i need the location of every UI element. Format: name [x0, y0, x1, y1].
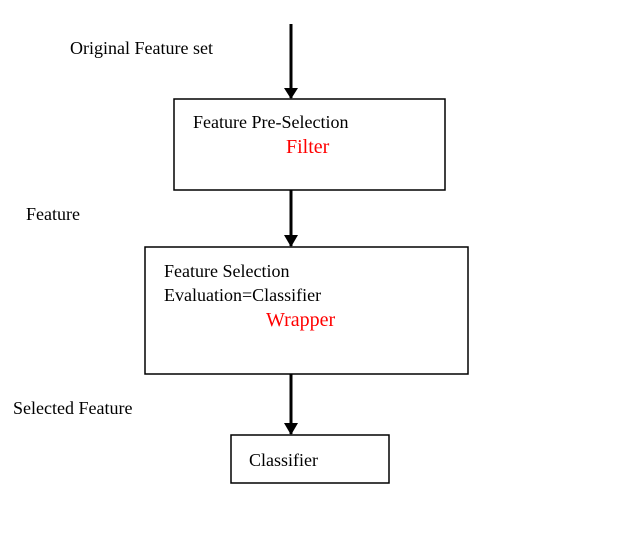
selected-feature-label: Selected Feature [13, 398, 133, 418]
arrowhead-2 [284, 235, 298, 247]
original-feature-set-label: Original Feature set [70, 38, 213, 58]
preselect-title: Feature Pre-Selection [193, 112, 349, 132]
evaluation-label: Evaluation=Classifier [164, 285, 322, 305]
arrowhead-1 [284, 88, 298, 99]
selection-box [144, 246, 469, 375]
classifier-label: Classifier [249, 450, 318, 470]
arrowhead-3 [284, 423, 298, 435]
classifier-box [230, 434, 390, 484]
filter-label: Filter [286, 136, 330, 158]
wrapper-label: Wrapper [266, 309, 336, 331]
preselect-box [173, 98, 446, 191]
feature-label: Feature [26, 204, 80, 224]
selection-title: Feature Selection [164, 261, 290, 281]
